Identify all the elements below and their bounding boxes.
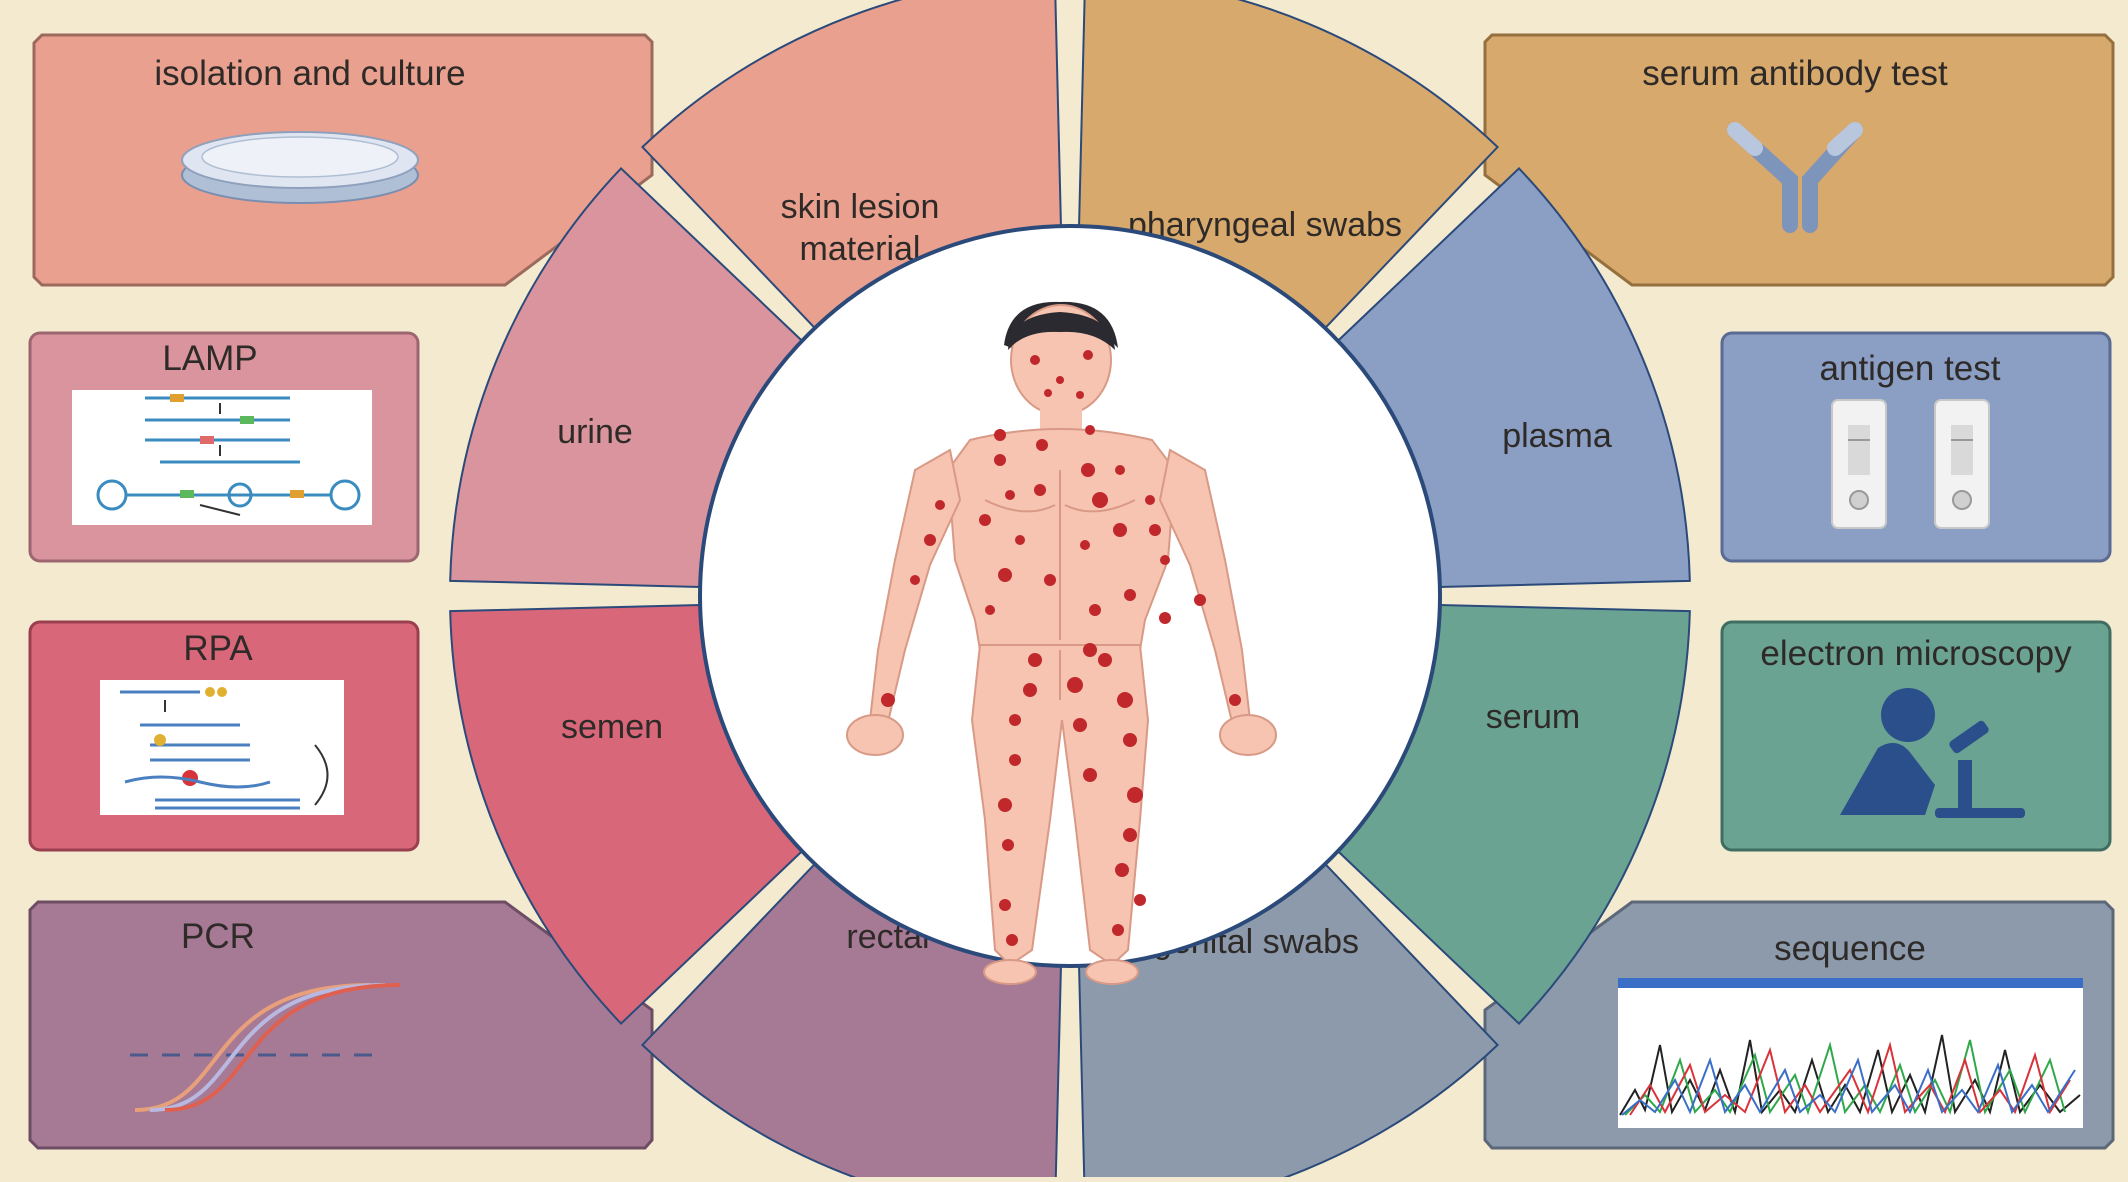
panel-antigen: antigen test [1720, 331, 2112, 563]
panel-electron: electron microscopy [1720, 620, 2112, 852]
panel-serum-antibody: serum antibody test [1483, 33, 2115, 287]
test-cassette-icon [1831, 399, 1990, 529]
sample-ring: skin lesion material pharyngeal swabs plasm… [449, 0, 1691, 1182]
label-urine: urine [557, 413, 633, 451]
rpa-diagram-image [100, 680, 344, 815]
panel-lamp: LAMP [28, 331, 420, 563]
label-electron: electron microscopy [1760, 634, 2072, 673]
label-lamp: LAMP [162, 339, 257, 378]
label-skin-lesion-line1: skin lesion [781, 188, 940, 226]
label-plasma: plasma [1502, 417, 1612, 455]
label-pharyngeal: pharyngeal swabs [1128, 206, 1402, 244]
panel-isolation: isolation and culture [32, 33, 654, 287]
label-pcr: PCR [181, 917, 255, 956]
panel-sequence: sequence [1483, 900, 2115, 1150]
rash-dots [881, 350, 1241, 946]
human-body-rash-icon [846, 301, 1277, 985]
panel-rpa: RPA [28, 620, 420, 852]
petri-dish-icon [181, 131, 419, 204]
label-serum-antibody: serum antibody test [1642, 54, 1948, 93]
chromatogram-image [1618, 978, 2083, 1128]
label-antigen: antigen test [1820, 349, 2001, 388]
microscope-user-icon [1840, 688, 2025, 818]
label-rpa: RPA [183, 629, 253, 668]
antibody-icon [1727, 122, 1863, 233]
label-sequence: sequence [1774, 929, 1926, 968]
label-isolation: isolation and culture [154, 54, 465, 93]
label-skin-lesion-line2: material [800, 230, 921, 268]
lamp-diagram-image [72, 390, 372, 525]
amplification-curve-icon [130, 983, 401, 1112]
label-serum: serum [1486, 698, 1580, 736]
label-semen: semen [561, 708, 663, 746]
panel-pcr: PCR [28, 900, 654, 1150]
